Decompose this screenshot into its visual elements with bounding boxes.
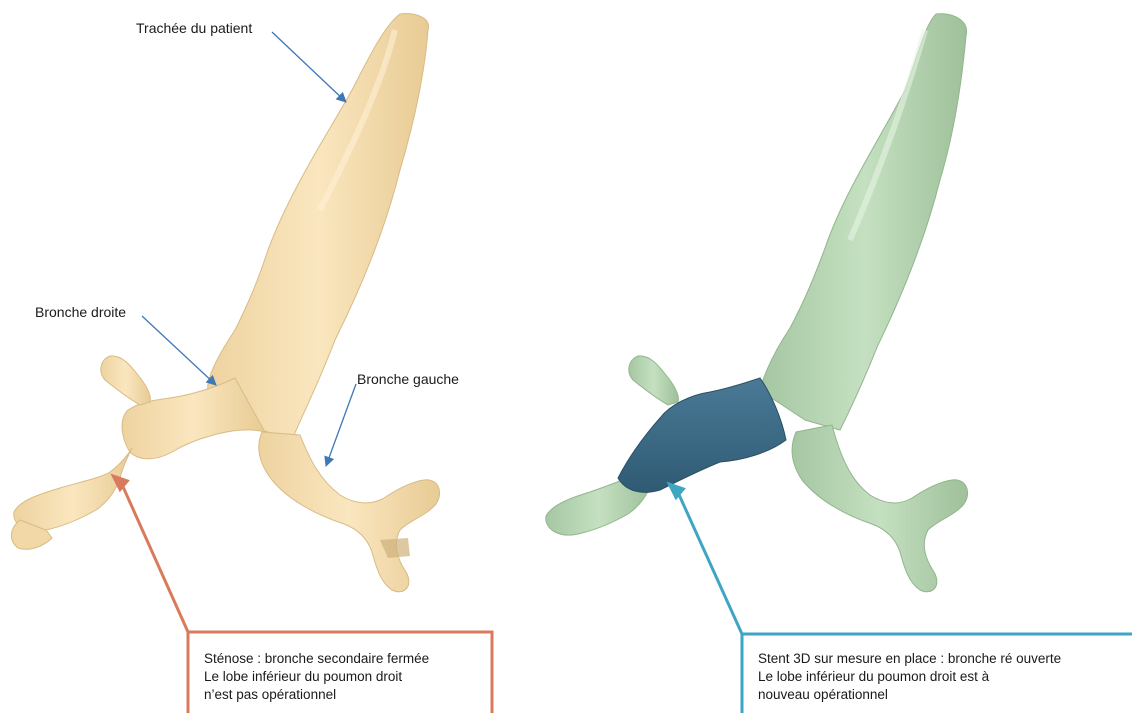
label-right-bronchus: Bronche droite bbox=[35, 304, 126, 320]
label-trachea: Trachée du patient bbox=[136, 20, 252, 36]
arrow-trachea bbox=[272, 32, 346, 102]
trachea-model-stenosis bbox=[11, 14, 439, 592]
right-upper-lobe-branch-green bbox=[629, 356, 679, 405]
arrow-right-bronchus bbox=[142, 316, 216, 385]
arrow-left-bronchus bbox=[326, 384, 356, 466]
custom-3d-stent bbox=[618, 378, 786, 492]
trachea-model-stent bbox=[546, 14, 968, 592]
stent-caption: Stent 3D sur mesure en place : bronche r… bbox=[758, 650, 1061, 704]
stent-caption-line-3: nouveau opérationnel bbox=[758, 686, 1061, 704]
label-left-bronchus: Bronche gauche bbox=[357, 371, 459, 387]
stenosis-caption: Sténose : bronche secondaire fermée Le l… bbox=[204, 650, 429, 704]
stent-callout-arrow bbox=[676, 488, 742, 634]
stenosis-callout-arrow bbox=[120, 480, 188, 632]
stent-caption-line-1: Stent 3D sur mesure en place : bronche r… bbox=[758, 650, 1061, 668]
right-upper-lobe-branch bbox=[101, 356, 151, 405]
trachea-tube-green bbox=[761, 14, 966, 430]
stenosis-caption-line-1: Sténose : bronche secondaire fermée bbox=[204, 650, 429, 668]
left-bronchus bbox=[259, 432, 440, 592]
stenosed-secondary-bronchus bbox=[14, 448, 132, 531]
left-bronchus-green bbox=[792, 425, 968, 592]
stenosis-caption-line-3: n’est pas opérationnel bbox=[204, 686, 429, 704]
stenosis-caption-line-2: Le lobe inférieur du poumon droit bbox=[204, 668, 429, 686]
stent-caption-line-2: Le lobe inférieur du poumon droit est à bbox=[758, 668, 1061, 686]
